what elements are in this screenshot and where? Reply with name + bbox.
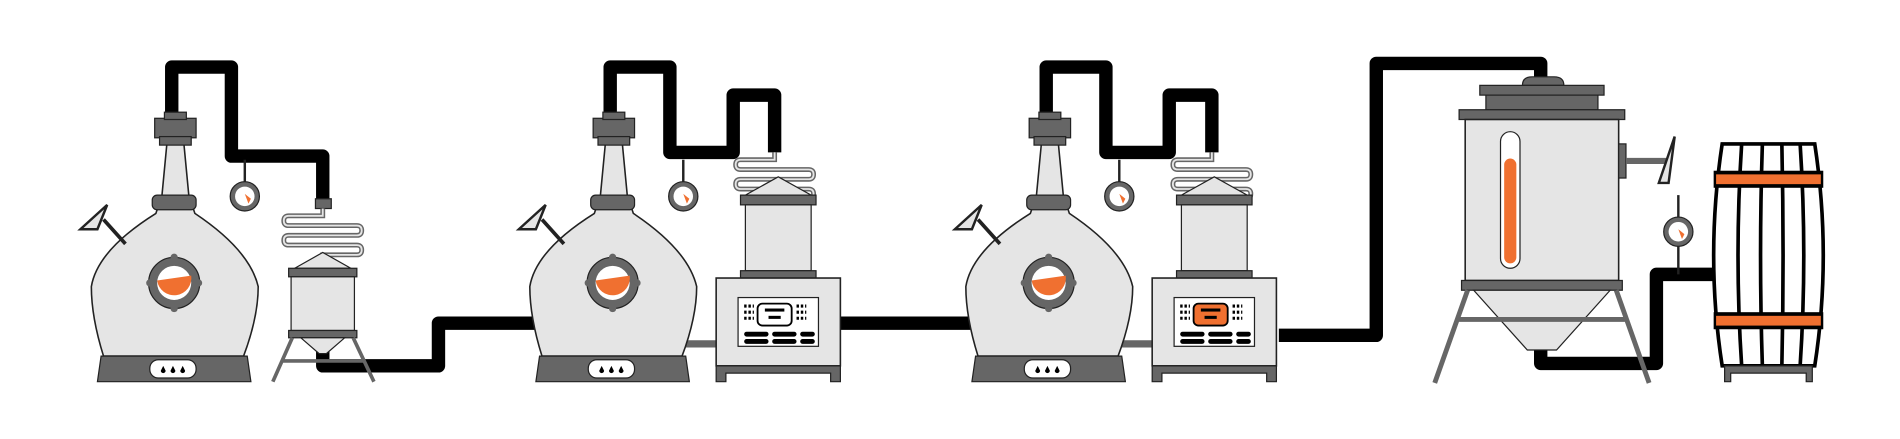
pressure-gauge-icon — [228, 158, 261, 213]
pressure-gauge-icon — [1662, 193, 1695, 248]
pressure-gauge-icon — [667, 158, 700, 213]
pipes — [165, 56, 1718, 373]
controller-unit-1 — [715, 176, 842, 383]
pipe-tank-barrel — [1534, 267, 1718, 371]
pipe-controller2-tank — [1278, 56, 1548, 343]
pipe-still2-condenser — [603, 60, 782, 160]
pressure-gauge-icon — [1103, 158, 1136, 213]
thermometer-level — [1504, 158, 1517, 264]
control-panel-active — [1180, 302, 1251, 344]
condenser-1 — [271, 251, 376, 383]
barrel — [1711, 142, 1826, 383]
pipe-still1-condenser — [165, 60, 330, 202]
control-panel — [744, 302, 815, 344]
storage-tank — [1432, 76, 1676, 384]
controller-unit-2 — [1151, 176, 1278, 383]
pipe-condenser1-still2 — [316, 316, 536, 373]
pipe-still3-condenser — [1039, 60, 1219, 160]
